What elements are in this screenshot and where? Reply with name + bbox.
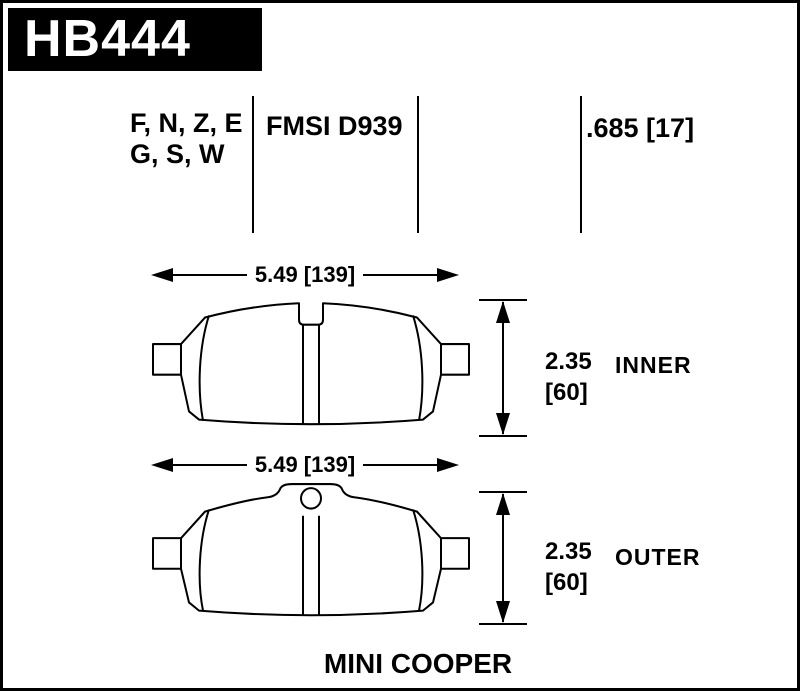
pad-hole [300,487,322,510]
witness-line [479,491,527,493]
witness-line [479,623,527,625]
inner-height-value: 2.35 [60] [545,346,592,408]
column-divider [580,96,582,233]
pad-center-slot [302,324,320,424]
dimension-line [173,274,247,276]
pad-friction-edges [198,315,424,421]
pad-thickness: .685 [17] [586,113,695,143]
column-divider [252,96,254,233]
pad-friction-edges [198,509,424,611]
vehicle-name: MINI COOPER [323,648,513,679]
arrowhead-right-icon [437,268,460,282]
column-divider [417,96,419,233]
inner-height-mm: [60] [545,379,588,406]
part-number-box: HB444 [8,8,262,71]
inner-height-inches: 2.35 [545,348,592,375]
arrowhead-right-icon [437,458,460,472]
pad-outline [152,302,470,426]
inner-width-dimension: 5.49 [139] [151,262,460,287]
pad-tab-edges [180,344,442,375]
brake-pad-outer-drawing [152,483,470,617]
outer-width-dimension: 5.49 [139] [151,452,460,477]
dimension-line [502,494,504,622]
outer-height-dimension [479,491,527,625]
pad-center-slot [302,515,320,615]
part-number: HB444 [24,10,191,68]
fmsi-number: FMSI D939 [266,111,403,141]
outer-label: OUTER [615,544,701,570]
outer-height-mm: [60] [545,569,588,596]
outer-height-value: 2.35 [60] [545,536,592,598]
dimension-line [363,274,438,276]
arrowhead-up-icon [496,301,510,323]
inner-label: INNER [615,352,692,378]
outer-height-inches: 2.35 [545,538,592,565]
dimension-line [363,464,438,466]
arrowhead-left-icon [151,458,173,472]
witness-line [479,435,527,437]
inner-width-value: 5.49 [139] [254,262,356,287]
dimension-line [173,464,247,466]
compound-codes-line1: F, N, Z, E [130,108,243,138]
arrowhead-down-icon [496,413,510,435]
brake-pad-inner-drawing [152,302,470,426]
witness-line [479,299,527,301]
pad-tab-edges [180,538,442,569]
pad-outline [152,483,470,617]
compound-codes: F, N, Z, E G, S, W [130,108,243,170]
compound-codes-line2: G, S, W [130,139,225,169]
inner-height-dimension [479,299,527,437]
arrowhead-left-icon [151,268,173,282]
arrowhead-up-icon [496,493,510,515]
dimension-line [502,302,504,434]
arrowhead-down-icon [496,601,510,623]
outer-width-value: 5.49 [139] [254,452,356,477]
